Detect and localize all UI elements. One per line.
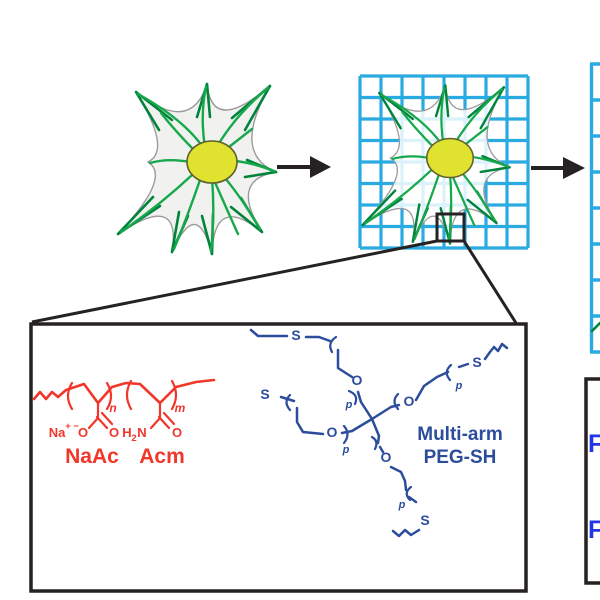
red-copolymer-structure: Na + − O O H 2 N O n m NaAc Acm <box>32 378 216 468</box>
magnification-lines <box>31 239 518 324</box>
cell-instance-1 <box>116 82 278 256</box>
peg-arm-up <box>249 328 363 404</box>
legend-label-f1: F <box>588 430 600 458</box>
inset-box: Na + − O O H 2 N O n m NaAc Acm S S S S <box>29 322 528 593</box>
atom-o-bottom: O <box>381 449 392 465</box>
atom-o-carboxylate: O <box>78 425 88 440</box>
red-brackets <box>66 379 178 411</box>
peg-repeat-brackets <box>285 335 453 502</box>
amide-sub2: 2 <box>131 433 136 444</box>
connector-left <box>31 239 438 324</box>
atom-o-double-1: O <box>109 425 119 440</box>
label-pegsh: PEG-SH <box>424 447 497 468</box>
label-naac: NaAc <box>65 445 119 468</box>
inset-border <box>29 322 528 593</box>
atom-o-double-2: O <box>172 425 182 440</box>
sup-minus: − <box>73 421 79 432</box>
peg-center-bonds <box>350 400 393 438</box>
subscript-p-top: p <box>345 399 353 411</box>
sup-plus: + <box>65 421 71 432</box>
grid-sliver-cell-fragment <box>590 321 600 333</box>
panel-cell-in-grid <box>358 74 530 250</box>
atom-s-left: S <box>260 386 269 402</box>
subscript-m: m <box>175 401 186 415</box>
subscript-p-right: p <box>455 380 463 392</box>
panel-cell-original <box>116 82 278 256</box>
arrow-head <box>310 156 331 178</box>
panel-third-grid-sliver <box>589 62 600 354</box>
grid-sliver-lines <box>589 62 600 354</box>
zoom-region-square <box>435 212 466 243</box>
atom-o-right: O <box>404 393 415 409</box>
legend-panel-partial: F F <box>584 377 600 585</box>
peg-arm-down <box>376 434 421 538</box>
label-multiarm: Multi-arm <box>417 424 503 445</box>
atom-na: Na <box>49 425 66 440</box>
peg-arm-left <box>279 395 354 436</box>
atom-s-right: S <box>472 354 481 370</box>
subscript-p-left: p <box>342 444 350 456</box>
subscript-n: n <box>109 401 116 415</box>
arrow-head <box>563 157 585 179</box>
atom-s-top: S <box>291 327 300 343</box>
peg-structure: S S S S O O O O p p p p Multi-arm PEG-SH <box>249 327 509 538</box>
amide-n: N <box>137 425 146 440</box>
legend-border <box>584 377 600 585</box>
label-acm: Acm <box>139 445 185 468</box>
arrow-right-2 <box>531 157 585 179</box>
arrow-right-1 <box>277 156 331 178</box>
atom-o-left: O <box>327 424 338 440</box>
red-backbone <box>32 378 216 405</box>
red-pendant-bonds <box>87 401 176 430</box>
connector-right <box>462 240 518 324</box>
amide-h: H <box>122 425 131 440</box>
legend-label-f2: F <box>588 516 600 544</box>
subscript-p-bottom: p <box>398 499 406 511</box>
atom-s-bottom: S <box>420 512 429 528</box>
atom-o-top: O <box>352 372 363 388</box>
